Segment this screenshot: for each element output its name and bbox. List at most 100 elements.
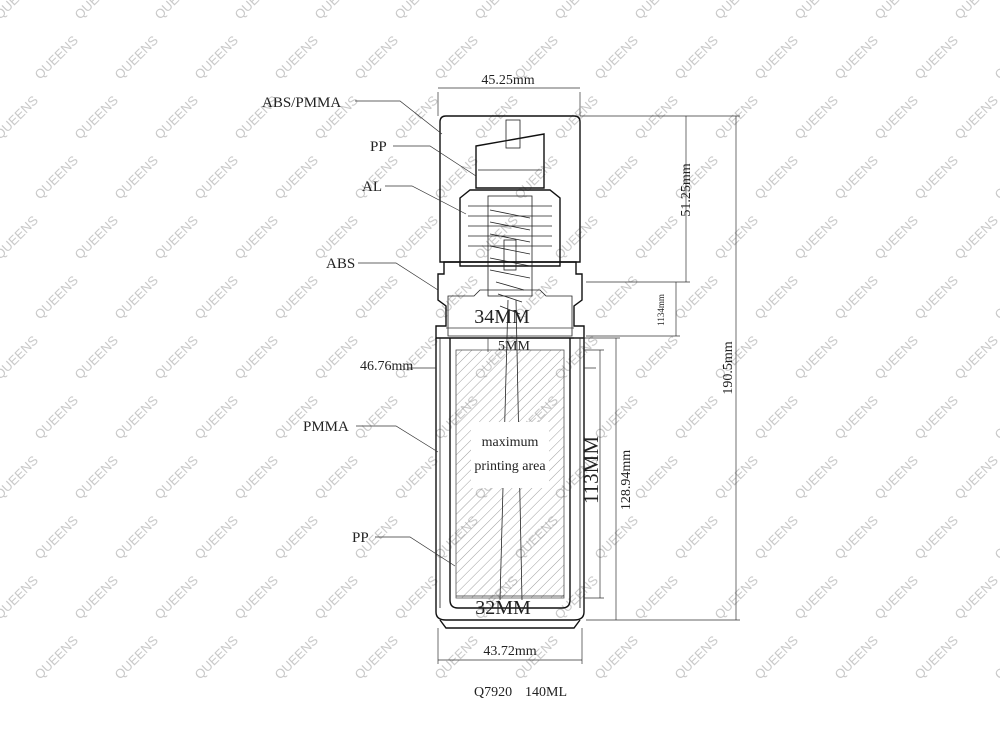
watermark-text: QUEENS (32, 32, 82, 82)
watermark-text: QUEENS (312, 0, 362, 22)
watermark-text: QUEENS (912, 632, 962, 682)
watermark-text: QUEENS (272, 32, 322, 82)
watermark-text: QUEENS (632, 572, 682, 622)
watermark-text: QUEENS (632, 92, 682, 142)
watermark-text: QUEENS (432, 632, 482, 682)
watermark-text: QUEENS (232, 0, 282, 22)
watermark-text: QUEENS (32, 272, 82, 322)
watermark-text: QUEENS (352, 632, 402, 682)
watermark-text: QUEENS (952, 332, 1000, 382)
watermark-text: QUEENS (72, 332, 122, 382)
overcap-outline (439, 115, 581, 263)
watermark-text: QUEENS (792, 0, 842, 22)
watermark-text: QUEENS (152, 572, 202, 622)
watermark-text: QUEENS (992, 32, 1000, 82)
watermark-text: QUEENS (232, 212, 282, 262)
watermark-text: QUEENS (792, 332, 842, 382)
watermark-text: QUEENS (392, 452, 442, 502)
base (439, 619, 581, 629)
watermark-text: QUEENS (672, 272, 722, 322)
watermark-text: QUEENS (552, 212, 602, 262)
watermark-text: QUEENS (272, 632, 322, 682)
watermark-text: QUEENS (192, 272, 242, 322)
watermark-text: QUEENS (312, 452, 362, 502)
watermark-text: QUEENS (912, 392, 962, 442)
watermark-text: QUEENS (0, 332, 41, 382)
watermark-text: QUEENS (152, 0, 202, 22)
watermark-text: QUEENS (752, 392, 802, 442)
watermark-text: QUEENS (232, 452, 282, 502)
watermark-text: QUEENS (872, 0, 922, 22)
watermark-text: QUEENS (552, 92, 602, 142)
watermark-text: QUEENS (832, 32, 882, 82)
watermark-text: QUEENS (72, 452, 122, 502)
watermark-text: QUEENS (712, 0, 762, 22)
dim-neck-height: 1134mm (656, 294, 666, 326)
watermark-text: QUEENS (392, 0, 442, 22)
watermark-text: QUEENS (112, 152, 162, 202)
watermark-text: QUEENS (0, 92, 41, 142)
watermark-text: QUEENS (0, 512, 1, 562)
watermark-text: QUEENS (112, 32, 162, 82)
watermark-text: QUEENS (432, 32, 482, 82)
watermark-text: QUEENS (592, 272, 642, 322)
watermark-text: QUEENS (472, 0, 522, 22)
watermark-text: QUEENS (0, 212, 41, 262)
watermark-text: QUEENS (72, 572, 122, 622)
watermark-text: QUEENS (672, 392, 722, 442)
watermark-text: QUEENS (0, 452, 41, 502)
label-al: AL (362, 179, 382, 195)
watermark-text: QUEENS (392, 212, 442, 262)
watermark-text: QUEENS (72, 212, 122, 262)
shoulder-inner (447, 289, 573, 337)
watermark-text: QUEENS (472, 92, 522, 142)
label-abs: ABS (326, 256, 355, 272)
material-labels: ABS/PMMA PP AL ABS PMMA PP (262, 95, 477, 567)
watermark-text: QUEENS (192, 392, 242, 442)
watermark-text: QUEENS (72, 0, 122, 22)
dim-print-height: 113MM (579, 436, 603, 504)
watermark-text: QUEENS (632, 332, 682, 382)
watermark-text: QUEENS (872, 452, 922, 502)
watermark-text: QUEENS (952, 0, 1000, 22)
watermark-text: QUEENS (552, 0, 602, 22)
collar (459, 189, 561, 267)
watermark-text: QUEENS (672, 632, 722, 682)
watermark-text: QUEENS (512, 152, 562, 202)
watermark-text: QUEENS (152, 92, 202, 142)
watermark-text: QUEENS (112, 272, 162, 322)
watermark-text: QUEENS (192, 152, 242, 202)
watermark-text: QUEENS (312, 572, 362, 622)
watermark-text: QUEENS (792, 92, 842, 142)
watermark-text: QUEENS (592, 632, 642, 682)
watermark-text: QUEENS (832, 512, 882, 562)
watermark-text: QUEENS (352, 272, 402, 322)
watermark-text: QUEENS (32, 632, 82, 682)
label-abs-pmma: ABS/PMMA (262, 95, 341, 111)
label-pp-actuator: PP (370, 139, 387, 155)
dim-body-height: 128.94mm (619, 450, 634, 510)
watermark-text: QUEENS (752, 512, 802, 562)
model-code: Q7920 (474, 685, 512, 700)
watermark-text: QUEENS (392, 572, 442, 622)
watermark-text: QUEENS (672, 512, 722, 562)
print-area-line1: maximum (482, 435, 539, 450)
watermark-text: QUEENS (832, 632, 882, 682)
watermark-text: QUEENS (0, 0, 41, 22)
watermark-text: QUEENS (0, 572, 41, 622)
dim-total-height: 190.5mm (721, 341, 736, 394)
watermark-text: QUEENS (752, 632, 802, 682)
watermark-text: QUEENS (0, 392, 1, 442)
model-capacity: 140ML (525, 685, 567, 700)
watermark-text: QUEENS (912, 272, 962, 322)
watermark-text: QUEENS (72, 92, 122, 142)
watermark-text: QUEENS (832, 152, 882, 202)
watermark-text: QUEENS (472, 212, 522, 262)
watermark-text: QUEENS (832, 272, 882, 322)
watermark-text: QUEENS (872, 572, 922, 622)
watermark-text: QUEENS (872, 332, 922, 382)
watermark-text: QUEENS (32, 512, 82, 562)
print-area-box (471, 422, 549, 488)
watermark-text: QUEENS (752, 32, 802, 82)
watermark-text: QUEENS (792, 212, 842, 262)
